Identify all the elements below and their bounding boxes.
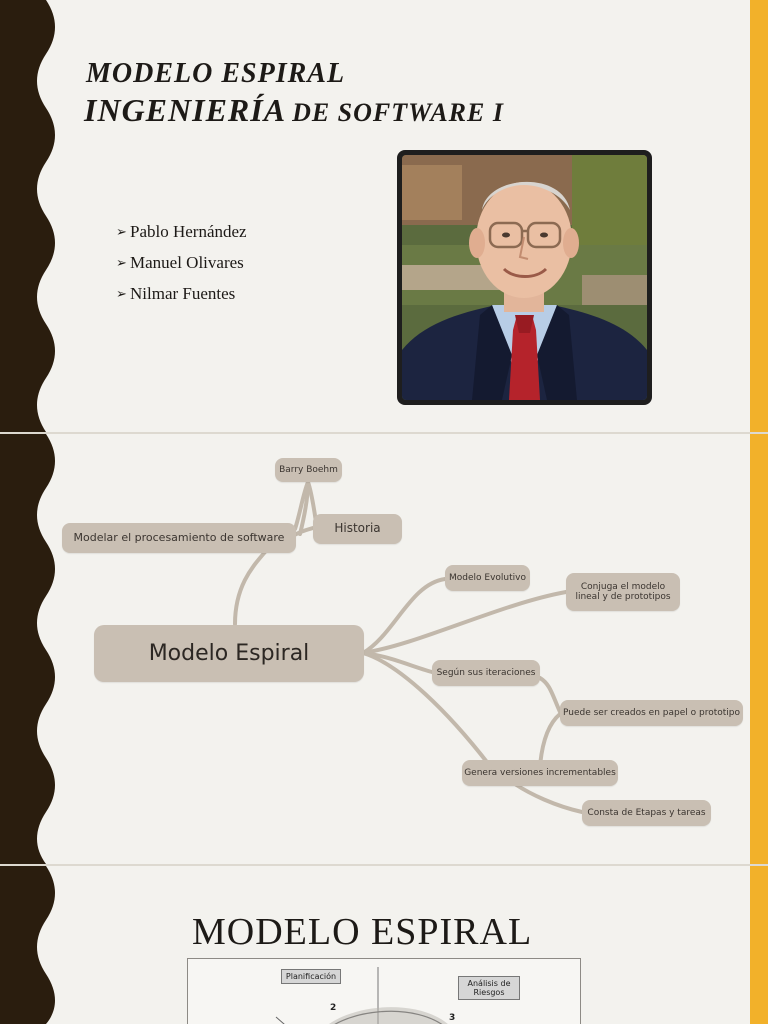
arrow-bullet-icon: ➢	[116, 224, 127, 239]
author-name: Nilmar Fuentes	[130, 284, 236, 303]
portrait-photo	[397, 150, 652, 405]
label-quadrant-3: 3	[449, 1013, 456, 1023]
left-wavy-band	[0, 434, 55, 864]
title-line-2-big: INGENIERÍA	[84, 92, 287, 128]
right-accent-band	[750, 0, 768, 432]
node-segun-iteraciones: Según sus iteraciones	[432, 660, 540, 686]
spiral-diagram: Planificación Análisis de Riesgos 2 3	[187, 958, 581, 1024]
author-item: ➢Manuel Olivares	[116, 253, 247, 284]
node-versiones-incrementables: Genera versiones incrementables	[462, 760, 618, 786]
node-modelar-procesamiento: Modelar el procesamiento de software	[62, 523, 296, 553]
mindmap-connectors	[233, 480, 584, 814]
node-etapas-tareas: Consta de Etapas y tareas	[582, 800, 711, 826]
right-accent-band	[750, 866, 768, 1024]
slide-separator	[0, 864, 768, 866]
left-wavy-band	[0, 866, 55, 1024]
arrow-bullet-icon: ➢	[116, 255, 127, 270]
author-name: Manuel Olivares	[130, 253, 244, 272]
left-wavy-band	[0, 0, 55, 432]
label-quadrant-2: 2	[330, 1003, 337, 1013]
title-line-2-small: DE SOFTWARE I	[292, 98, 504, 127]
label-planificacion: Planificación	[281, 969, 341, 985]
title-line-1: MODELO ESPIRAL	[86, 58, 346, 89]
label-analisis-riesgos: Análisis de Riesgos	[458, 976, 520, 1001]
node-barry-boehm: Barry Boehm	[275, 458, 342, 482]
slide-mindmap: Barry Boehm Historia Modelar el procesam…	[0, 434, 768, 864]
node-modelo-espiral: Modelo Espiral	[94, 625, 364, 682]
slide-separator	[0, 432, 768, 434]
spiral-lines	[275, 967, 448, 1024]
node-modelo-evolutivo: Modelo Evolutivo	[445, 565, 530, 591]
author-item: ➢Pablo Hernández	[116, 222, 247, 253]
right-accent-band	[750, 434, 768, 864]
portrait-illustration	[402, 155, 647, 400]
arrow-bullet-icon: ➢	[116, 286, 127, 301]
node-historia: Historia	[313, 514, 402, 544]
author-list: ➢Pablo Hernández ➢Manuel Olivares ➢Nilma…	[116, 222, 247, 315]
node-papel-prototipo: Puede ser creados en papel o prototipo	[560, 700, 743, 726]
author-name: Pablo Hernández	[130, 222, 247, 241]
slide3-title: MODELO ESPIRAL	[192, 911, 533, 953]
author-item: ➢Nilmar Fuentes	[116, 284, 247, 315]
node-conjuga-modelo: Conjuga el modelo lineal y de prototipos	[566, 573, 680, 611]
slide-spiral-diagram: MODELO ESPIRAL Planificación Análisis de…	[0, 866, 768, 1024]
